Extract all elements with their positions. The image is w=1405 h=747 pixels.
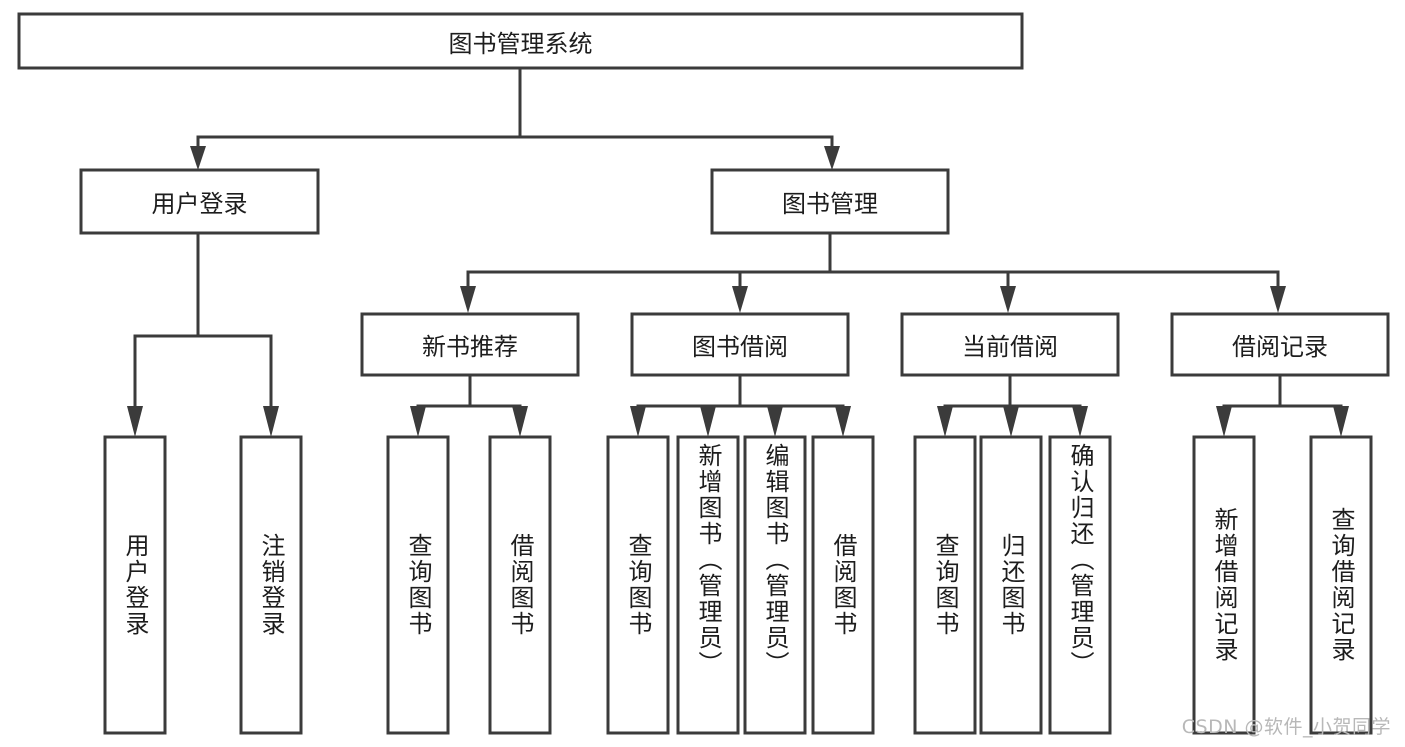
node-borrow-record[interactable] [1170, 312, 1390, 377]
arrow-head-borrow-record [1270, 286, 1286, 313]
node-new-book-recommend[interactable] [360, 312, 580, 377]
node-leaf-logout[interactable] [239, 435, 303, 735]
node-leaf-confirm-return[interactable] [1048, 435, 1112, 735]
node-root[interactable] [17, 12, 1024, 70]
arrow-head-leaf-return-book [1003, 406, 1019, 437]
arrow-head-leaf-add-book [700, 406, 716, 437]
node-leaf-query-record[interactable] [1309, 435, 1373, 735]
arrow-head-leaf-query-record [1333, 406, 1349, 437]
node-leaf-query-book-1[interactable] [386, 435, 450, 735]
arrow-head-leaf-add-record [1216, 406, 1232, 437]
arrow-head-leaf-borrow-book-2 [835, 406, 851, 437]
arrow-head-leaf-query-book-3 [937, 406, 953, 437]
node-book-borrow[interactable] [630, 312, 850, 377]
arrow-head-leaf-query-book-1 [410, 406, 426, 437]
connector-group-user-login [127, 231, 279, 437]
node-user-login[interactable] [79, 168, 320, 235]
connector-group-new-book-recommend [410, 373, 528, 437]
connector-group-current-borrow [937, 373, 1088, 437]
node-leaf-query-book-3[interactable] [913, 435, 977, 735]
arrow-head-current-borrow [1000, 286, 1016, 313]
arrow-head-book-borrow [732, 286, 748, 313]
arrow-head-leaf-user-login [127, 406, 143, 437]
node-leaf-query-book-2[interactable] [606, 435, 670, 735]
connector-group-borrow-record [1216, 373, 1349, 437]
connector-group-book-borrow [630, 373, 851, 437]
arrow-head-leaf-borrow-book-1 [512, 406, 528, 437]
node-leaf-return-book[interactable] [979, 435, 1043, 735]
node-leaf-borrow-book-2[interactable] [811, 435, 875, 735]
node-leaf-add-book[interactable] [676, 435, 740, 735]
node-book-manage[interactable] [710, 168, 950, 235]
arrow-head-user-login [190, 146, 206, 170]
node-leaf-borrow-book-1[interactable] [488, 435, 552, 735]
arrow-head-leaf-edit-book [767, 406, 783, 437]
connector-group-root [190, 66, 840, 170]
connector-group-book-manage [460, 231, 1286, 313]
node-leaf-user-login[interactable] [103, 435, 167, 735]
arrow-head-leaf-confirm-return [1072, 406, 1088, 437]
csdn-watermark: CSDN @软件_小贺同学 [1181, 716, 1391, 738]
arrow-head-new-book-recommend [460, 286, 476, 313]
arrow-head-leaf-query-book-2 [630, 406, 646, 437]
node-leaf-add-record[interactable] [1192, 435, 1256, 735]
arrow-head-book-manage [824, 146, 840, 170]
node-leaf-edit-book[interactable] [743, 435, 807, 735]
node-current-borrow[interactable] [900, 312, 1120, 377]
arrow-head-leaf-logout [263, 406, 279, 437]
